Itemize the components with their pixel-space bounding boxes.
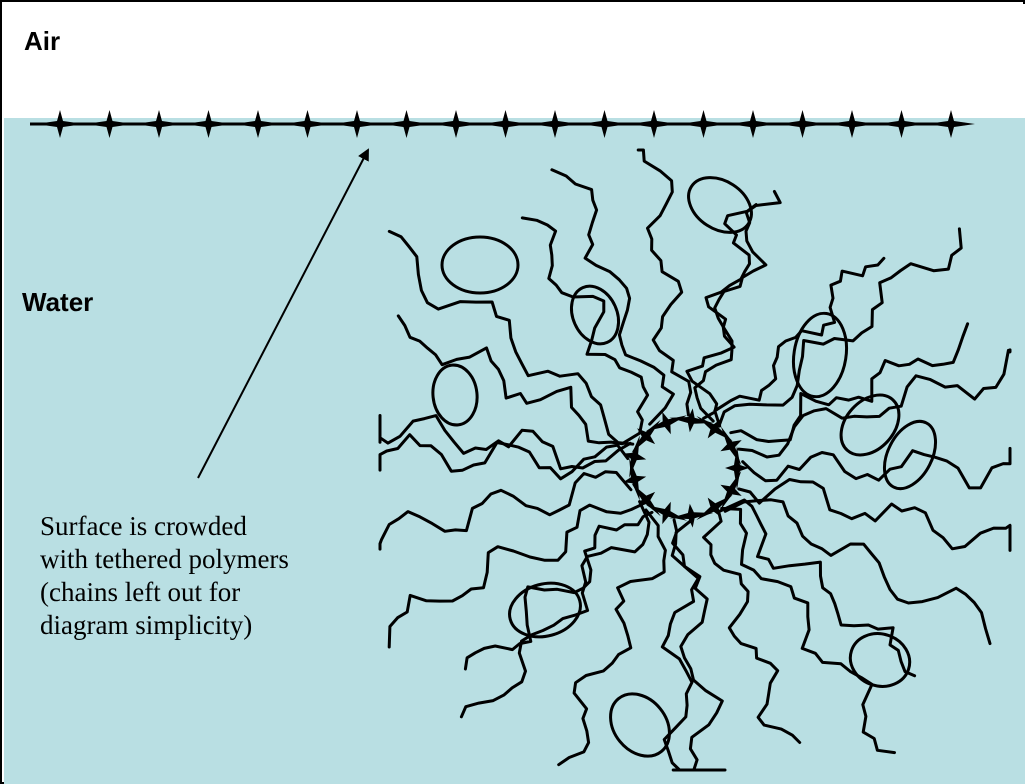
polymer-chain — [380, 472, 631, 549]
polymer-loop — [563, 279, 628, 352]
annotation-line: with tethered polymers — [40, 543, 410, 576]
polymer-loop — [442, 237, 518, 293]
polymer-loop — [503, 576, 586, 645]
polymer-chain — [389, 231, 633, 444]
surface-anchor-star-icon — [878, 110, 926, 138]
polymer-micelle — [380, 150, 1010, 770]
surface-anchor-star-icon — [927, 110, 975, 138]
polymer-loop — [843, 626, 916, 694]
polymer-loop — [829, 384, 910, 467]
annotation-line: Surface is crowded — [40, 510, 410, 543]
surface-anchor-star-icon — [432, 110, 480, 138]
surface-anchor-star-icon — [482, 110, 530, 138]
surface-anchor-star-icon — [729, 110, 777, 138]
surface-anchor-star-icon — [581, 110, 629, 138]
surface-anchor-star-icon — [531, 110, 579, 138]
surface-anchor-star-icon — [135, 110, 183, 138]
annotation-line: diagram simplicity) — [40, 609, 410, 642]
surface-anchor-star-icon — [36, 110, 84, 138]
surface-anchor-star-icon — [86, 110, 134, 138]
polymer-chain — [465, 512, 652, 669]
surface-anchor-star-icon — [680, 110, 728, 138]
polymer-chain — [725, 500, 990, 644]
surface-anchor-star-icon — [383, 110, 431, 138]
polymer-chain — [461, 502, 649, 717]
pointer-arrow — [198, 150, 368, 478]
surface-anchor-star-icon — [333, 110, 381, 138]
polymer-chain — [739, 480, 1010, 551]
polymer-chain — [672, 520, 725, 770]
surface-anchor-star-icon — [630, 110, 678, 138]
annotation-line: (chains left out for — [40, 576, 410, 609]
surface-anchor-star-icon — [185, 110, 233, 138]
surface-annotation: Surface is crowded with tethered polymer… — [40, 510, 410, 642]
polymer-chain — [722, 508, 895, 752]
polymer-loop — [678, 166, 761, 243]
surface-tethered-anchors — [30, 110, 975, 138]
surface-anchor-star-icon — [779, 110, 827, 138]
polymer-chain — [743, 448, 1010, 488]
surface-anchor-star-icon — [234, 110, 282, 138]
surface-anchor-star-icon — [284, 110, 332, 138]
polymer-chain — [720, 500, 915, 676]
surface-anchor-star-icon — [828, 110, 876, 138]
